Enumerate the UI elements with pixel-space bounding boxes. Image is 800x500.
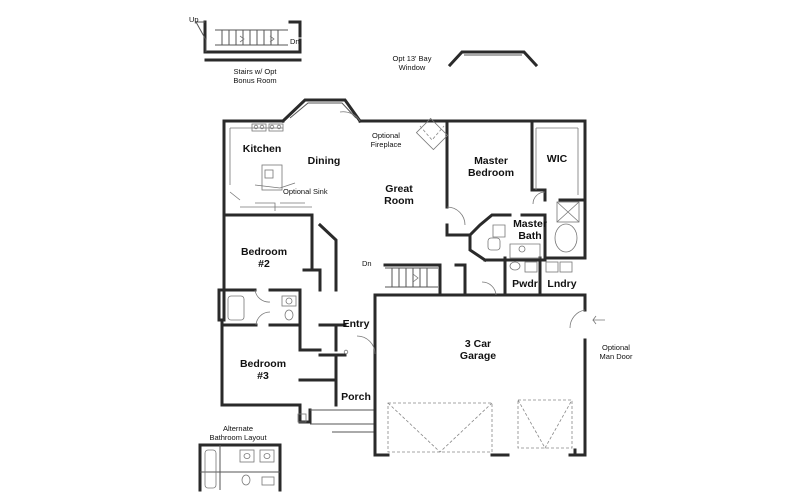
great-room-label-line1: Great <box>385 183 413 195</box>
great-room-label-line2: Room <box>384 195 414 207</box>
fireplace-note-line1: Optional <box>372 131 400 140</box>
interior-walls <box>222 119 587 407</box>
fireplace-note-line2: Fireplace <box>371 140 402 149</box>
kitchen-label: Kitchen <box>243 143 282 155</box>
pwdr-label: Pwdr <box>512 278 538 290</box>
master-bath-label-line1: Master <box>513 218 547 230</box>
bedroom3-label-line1: Bedroom <box>240 358 286 370</box>
bedroom3-label-line2: #3 <box>257 370 269 382</box>
stairs-bonus-room-inset: Up Dn Stairs w/ Opt Bonus Room <box>189 15 302 85</box>
fixtures <box>227 111 605 453</box>
man-door-note-line2: Man Door <box>600 352 633 361</box>
stairs-note-line2: Bonus Room <box>233 76 276 85</box>
stairs-note-line1: Stairs w/ Opt <box>234 67 278 76</box>
entry-label: Entry <box>343 318 370 330</box>
lndry-label: Lndry <box>547 278 576 290</box>
bay-window-note-line1: Opt 13' Bay <box>393 54 432 63</box>
room-labels: Kitchen Dining Great Room Master Bedroom… <box>240 143 577 403</box>
bay-window-note-line2: Window <box>399 63 426 72</box>
master-bedroom-label-line2: Bedroom <box>468 167 514 179</box>
wic-label: WIC <box>547 153 568 165</box>
bay-window-inset: Opt 13' Bay Window <box>393 50 539 72</box>
alt-bath-note-line1: Alternate <box>223 424 253 433</box>
dn-label-top: Dn <box>290 37 300 46</box>
bedroom2-label-line1: Bedroom <box>241 246 287 258</box>
alt-bath-note-line2: Bathroom Layout <box>209 433 267 442</box>
dn-label-main: Dn <box>362 259 372 268</box>
garage-label-line2: Garage <box>460 350 496 362</box>
porch-label: Porch <box>341 391 371 403</box>
plan-notes: Optional Fireplace Optional Sink Dn Opti… <box>283 131 633 361</box>
master-bedroom-label-line1: Master <box>474 155 508 167</box>
alternate-bath-inset: Alternate Bathroom Layout <box>198 424 282 492</box>
master-bath-label-line2: Bath <box>518 230 541 242</box>
bedroom2-label-line2: #2 <box>258 258 270 270</box>
man-door-note-line1: Optional <box>602 343 630 352</box>
garage-label-line1: 3 Car <box>465 338 491 350</box>
exterior-walls <box>217 98 587 457</box>
up-label: Up <box>189 15 199 24</box>
optional-sink-note: Optional Sink <box>283 187 328 196</box>
dining-label: Dining <box>308 155 341 167</box>
